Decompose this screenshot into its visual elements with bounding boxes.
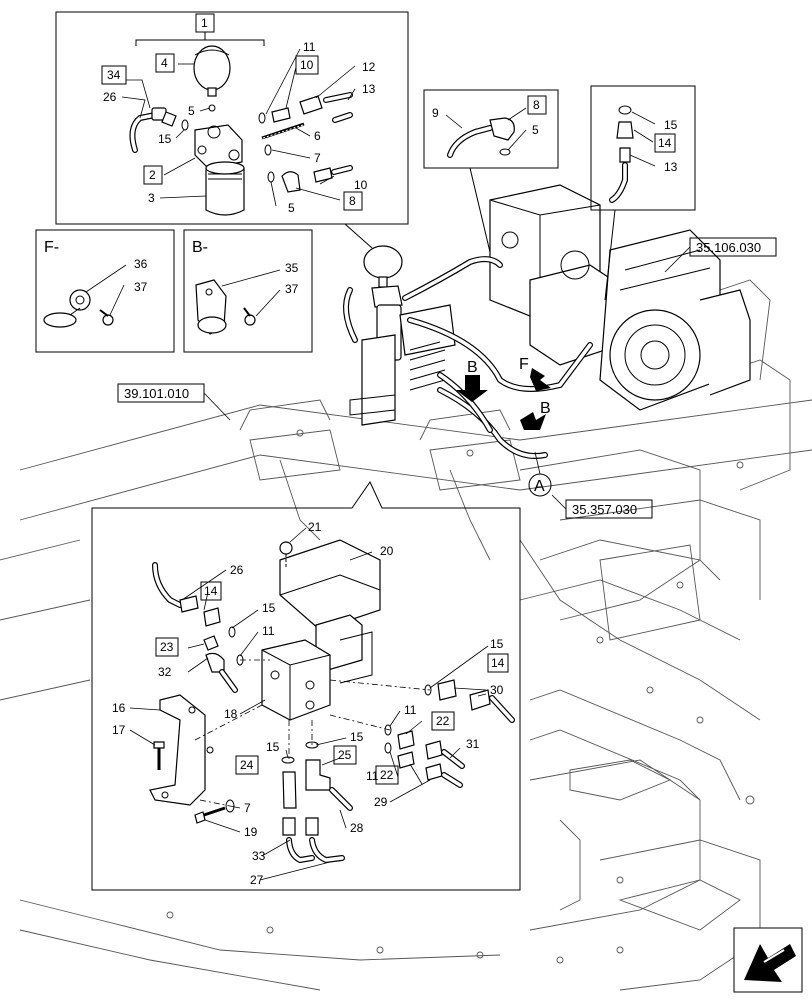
arrow-f-label: F (519, 356, 529, 373)
block-callout-15b: 15 (490, 637, 504, 651)
pump-callout-9: 9 (432, 106, 439, 120)
block-callout-19: 19 (244, 825, 258, 839)
callout-box-4 (155, 53, 175, 73)
block-callout-14b: 14 (491, 656, 505, 670)
right-callout-13: 13 (664, 160, 678, 174)
block-callout-box-22a (431, 711, 455, 731)
direction-arrows (456, 368, 551, 430)
block-callout-26: 26 (230, 563, 244, 577)
pump-callout-8: 8 (533, 98, 540, 112)
block-callout-11a: 11 (262, 624, 275, 638)
callout-10-box: 10 (300, 58, 314, 72)
view-f-box (35, 229, 175, 353)
right-callout-box-14 (654, 133, 676, 153)
block-callout-31: 31 (466, 737, 480, 751)
filter-valve-assembly (343, 245, 593, 459)
pump-assembly (489, 184, 751, 411)
callout-11: 11 (303, 40, 316, 54)
callout-box-2 (143, 165, 163, 185)
ref-35-357-030[interactable]: 35.357.030 (572, 502, 637, 517)
pump-fitting-detail-box (423, 89, 559, 253)
view-b-title: B- (192, 239, 208, 256)
block-callout-21: 21 (308, 520, 322, 534)
ref-35-106-030[interactable]: 35.106.030 (696, 240, 761, 255)
block-callout-box-14b (487, 653, 509, 673)
block-callout-11b: 11 (404, 703, 417, 717)
block-callout-22b: 22 (380, 768, 394, 782)
right-callout-14: 14 (658, 136, 672, 150)
valve-block-detail-box (91, 480, 521, 891)
view-f-callout-36: 36 (134, 257, 148, 271)
block-callout-14a: 14 (204, 584, 218, 598)
detail-circle-a-label: A (534, 478, 545, 495)
callout-7: 7 (314, 151, 321, 165)
right-fitting-detail-box (590, 85, 696, 301)
block-callout-box-22b (375, 765, 399, 785)
callout-5b: 5 (288, 201, 295, 215)
callout-12: 12 (362, 60, 376, 74)
block-callout-18: 18 (224, 707, 238, 721)
arrow-b2-label: B (540, 400, 551, 417)
right-callout-15: 15 (664, 118, 678, 132)
pump-callout-5: 5 (532, 123, 539, 137)
callout-10: 10 (354, 178, 368, 192)
block-callout-32: 32 (158, 665, 172, 679)
view-b-callout-35: 35 (285, 261, 299, 275)
callout-15: 15 (158, 132, 172, 146)
pump-callout-box-8 (527, 95, 547, 115)
block-callout-16: 16 (112, 701, 126, 715)
callout-box-10 (295, 55, 319, 75)
callout-5a: 5 (188, 104, 195, 118)
block-callout-15d: 15 (350, 730, 364, 744)
block-callout-box-25 (333, 745, 357, 765)
block-callout-25: 25 (338, 748, 352, 762)
block-callout-box-23 (155, 637, 179, 657)
block-callout-15c: 15 (266, 740, 280, 754)
callout-1: 1 (201, 16, 208, 30)
view-f-callout-37: 37 (134, 280, 148, 294)
nav-arrow-icon[interactable] (733, 927, 803, 993)
callout-4: 4 (161, 56, 168, 70)
block-callout-17: 17 (112, 723, 126, 737)
ref-39-101-010[interactable]: 39.101.010 (124, 386, 189, 401)
block-callout-22a: 22 (436, 714, 450, 728)
block-callout-11c: 11 (366, 769, 379, 783)
callout-box-34 (101, 65, 127, 85)
view-f-title: F- (44, 239, 59, 256)
callout-3: 3 (148, 191, 155, 205)
machine-frame-background (0, 279, 812, 991)
block-callout-15a: 15 (262, 601, 276, 615)
callout-34: 34 (107, 68, 121, 82)
callout-8: 8 (349, 194, 356, 208)
block-callout-30: 30 (490, 683, 504, 697)
arrow-b-label: B (467, 359, 478, 376)
callout-6: 6 (314, 129, 321, 143)
view-b-callout-37: 37 (285, 282, 299, 296)
block-callout-20: 20 (380, 544, 394, 558)
callout-box-8 (343, 191, 363, 211)
block-callout-7: 7 (244, 801, 251, 815)
block-callout-box-14a (200, 581, 222, 601)
callout-26: 26 (103, 90, 117, 104)
filter-detail-box (55, 11, 409, 249)
callout-13: 13 (362, 82, 376, 96)
block-callout-28: 28 (350, 821, 364, 835)
callout-2: 2 (149, 168, 156, 182)
block-callout-33: 33 (252, 849, 266, 863)
block-callout-27: 27 (250, 873, 264, 887)
block-callout-box-24 (235, 755, 259, 775)
callout-box-1 (195, 13, 215, 33)
view-b-box (183, 229, 313, 353)
block-callout-29: 29 (374, 795, 388, 809)
block-callout-24: 24 (240, 758, 254, 772)
block-callout-23: 23 (160, 640, 174, 654)
